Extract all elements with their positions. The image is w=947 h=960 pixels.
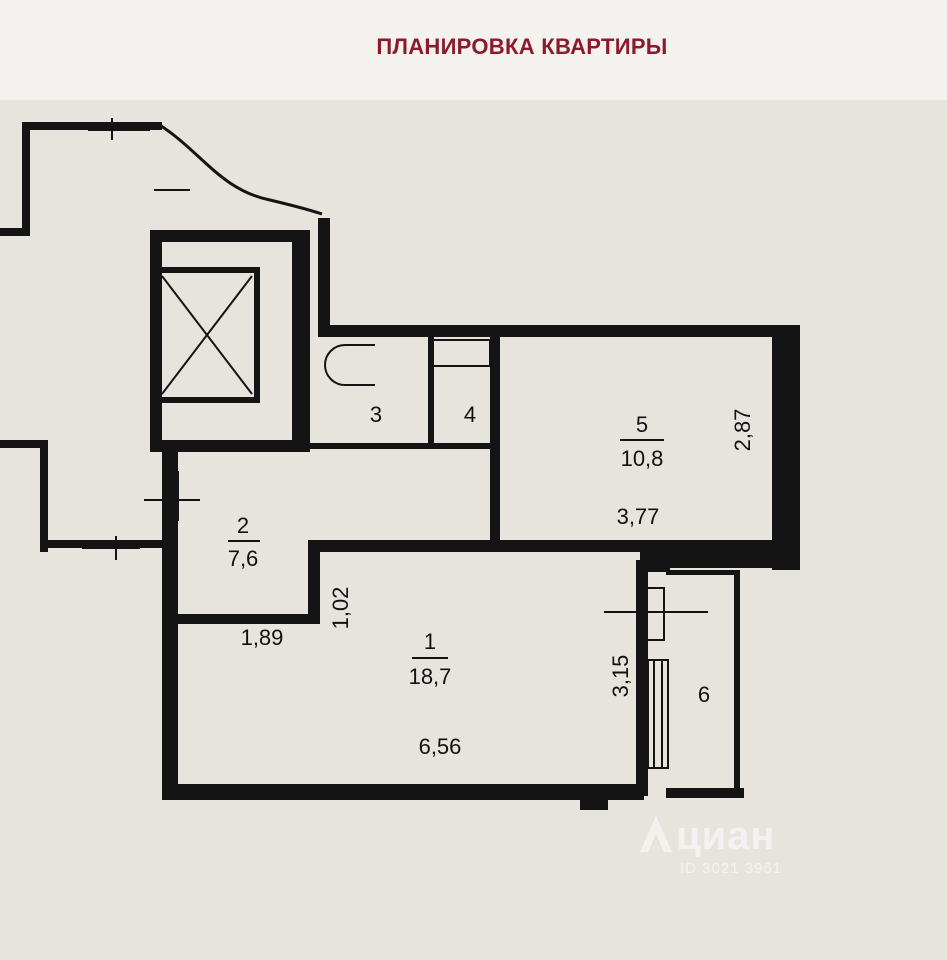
room5-width-dimension: 3,77 [617, 504, 660, 529]
room2-number: 2 [237, 513, 249, 538]
outline-curve [157, 122, 323, 216]
floor-plan: 1 18,7 2 7,6 3 4 5 10,8 6 6,56 3,15 1,89… [0, 100, 947, 960]
room5-number: 5 [636, 412, 648, 437]
watermark-brand: циан [676, 814, 776, 858]
room2-area: 7,6 [228, 546, 259, 571]
cian-logo-icon [640, 816, 672, 852]
room2-width-dimension: 1,89 [241, 625, 284, 650]
room5-depth-dimension: 2,87 [730, 409, 755, 452]
room3-number: 3 [370, 402, 382, 427]
floor-plan-drawing: 1 18,7 2 7,6 3 4 5 10,8 6 6,56 3,15 1,89… [0, 118, 800, 810]
room6-number: 6 [698, 682, 710, 707]
room1-depth-dimension: 3,15 [608, 655, 633, 698]
room1-number: 1 [424, 629, 436, 654]
bathtub-icon [324, 344, 375, 386]
room5-area: 10,8 [621, 446, 664, 471]
room4-number: 4 [464, 402, 476, 427]
elevator-icon [154, 267, 260, 403]
watermark-id: ID 3021 3961 [680, 860, 783, 877]
sink-icon [431, 339, 491, 367]
room1-area: 18,7 [409, 664, 452, 689]
room1-width-dimension: 6,56 [419, 734, 462, 759]
walls [0, 122, 800, 810]
window-icon [82, 118, 797, 769]
header: ПЛАНИРОВКА КВАРТИРЫ [0, 0, 947, 100]
page-title: ПЛАНИРОВКА КВАРТИРЫ [376, 34, 668, 59]
room2-depth-dimension: 1,02 [328, 587, 353, 630]
watermark: циан ID 3021 3961 [636, 812, 866, 882]
